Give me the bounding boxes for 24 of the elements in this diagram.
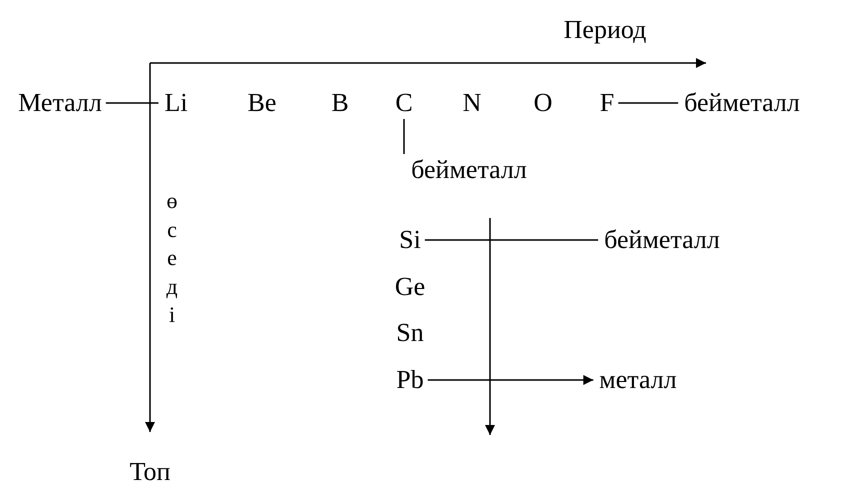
element-label: металл	[597, 367, 679, 393]
connector-line	[618, 102, 678, 104]
group-label: Топ	[128, 459, 172, 485]
element-label: Pb	[394, 367, 426, 393]
connector-line	[424, 239, 598, 241]
element-label: C	[393, 90, 415, 116]
element-label: Be	[246, 90, 278, 116]
element-label: Li	[162, 90, 190, 116]
element-label: F	[598, 90, 616, 116]
element-label: бейметалл	[602, 227, 722, 253]
element-label: бейметалл	[409, 157, 529, 183]
arrow	[428, 375, 594, 385]
connector-line	[106, 102, 158, 104]
element-label: бейметалл	[682, 90, 802, 116]
element-label: Sn	[394, 320, 426, 346]
period-label: Период	[562, 17, 648, 43]
increase-label: өседі	[165, 187, 179, 330]
element-label: Ge	[392, 274, 428, 300]
element-label: Металл	[16, 90, 104, 116]
connector-line	[403, 119, 405, 154]
element-label: O	[532, 90, 554, 116]
element-label: B	[329, 90, 351, 116]
element-label: N	[460, 90, 484, 116]
element-label: Si	[397, 227, 423, 253]
